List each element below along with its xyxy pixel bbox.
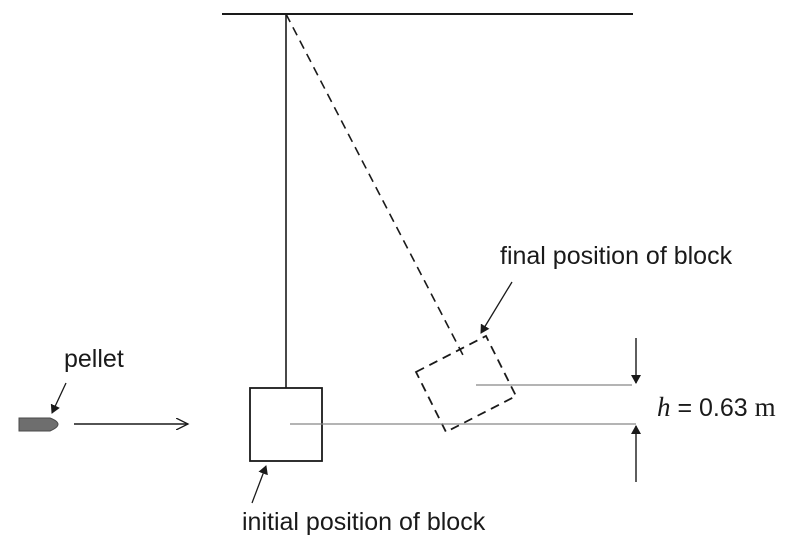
final-position-pointer [480, 281, 513, 334]
height-label: h = 0.63 m [657, 394, 776, 421]
initial-position-label: initial position of block [242, 508, 486, 536]
height-variable: h [657, 392, 671, 422]
final-block [414, 334, 518, 434]
pellet-label: pellet [64, 345, 124, 373]
initial-position-pointer [251, 465, 268, 504]
height-value: = 0.63 [670, 394, 755, 422]
final-position-label: final position of block [500, 242, 733, 270]
final-string [285, 13, 465, 358]
pellet-pointer [50, 382, 67, 414]
height-unit: m [754, 392, 776, 422]
pellet-shape [18, 417, 59, 432]
